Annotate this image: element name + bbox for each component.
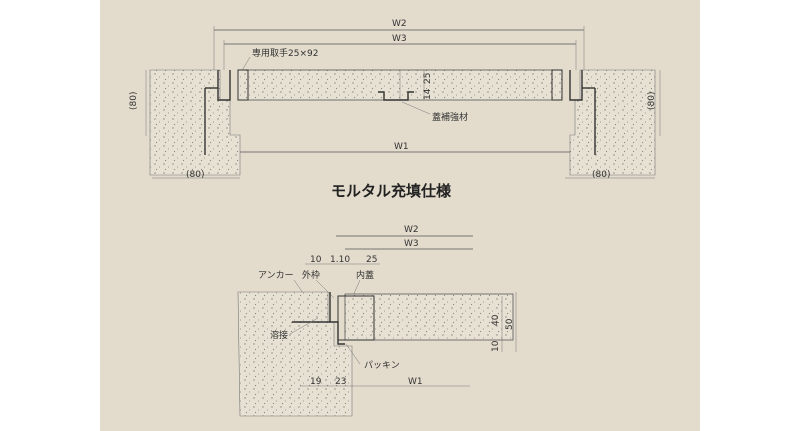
- right-concrete: [569, 69, 656, 176]
- left-frame: [217, 70, 231, 101]
- dim-80-bottom-right: (80): [592, 170, 610, 180]
- dim-80-bottom-left: (80): [186, 170, 204, 180]
- dim-25-detail: 25: [366, 255, 377, 265]
- drawing-title: モルタル充填仕様: [331, 182, 452, 200]
- right-frame: [569, 70, 583, 101]
- dim-50: 50: [505, 318, 515, 330]
- frame-label: 外枠: [302, 269, 320, 281]
- dim-1-10: 1.10: [330, 255, 350, 265]
- dim-10: 10: [310, 255, 322, 265]
- drawing-sheet: [100, 0, 700, 431]
- dim-40: 40: [491, 314, 501, 326]
- detail-w3-label: W3: [404, 239, 419, 249]
- top-w1-label: W1: [394, 142, 409, 152]
- dim-23: 23: [335, 377, 346, 387]
- dim-25-label: 25: [423, 73, 433, 84]
- anchor-label: アンカー: [258, 270, 294, 281]
- top-w2-label: W2: [392, 19, 407, 29]
- detail-w2-label: W2: [404, 225, 419, 235]
- inner-lid-label: 内蓋: [356, 269, 374, 281]
- weld-label: 溶接: [270, 329, 288, 341]
- dim-10-bottom: 10: [491, 340, 501, 352]
- detail-lid: [344, 293, 514, 341]
- dim-80-right: (80): [647, 92, 657, 110]
- top-w3-label: W3: [392, 34, 407, 44]
- top-section-drawing: W2 W3 専用取手25×92 蓋補強材 25 14: [129, 19, 661, 180]
- detail-w1-label: W1: [408, 377, 423, 387]
- detail-left-concrete: [237, 291, 353, 417]
- handle-label: 専用取手25×92: [252, 47, 318, 59]
- reinforcement-label: 蓋補強材: [432, 111, 468, 123]
- reinforcement-bar: [378, 91, 414, 101]
- packing-label: パッキン: [364, 360, 400, 371]
- detail-section-drawing: W2 W3 10 1.10 25 アンカー 外枠 内蓋 溶接 パッキン 40: [237, 225, 517, 417]
- dim-14-label: 14: [423, 88, 433, 100]
- dim-19: 19: [310, 377, 322, 387]
- dim-80-left: (80): [129, 92, 139, 110]
